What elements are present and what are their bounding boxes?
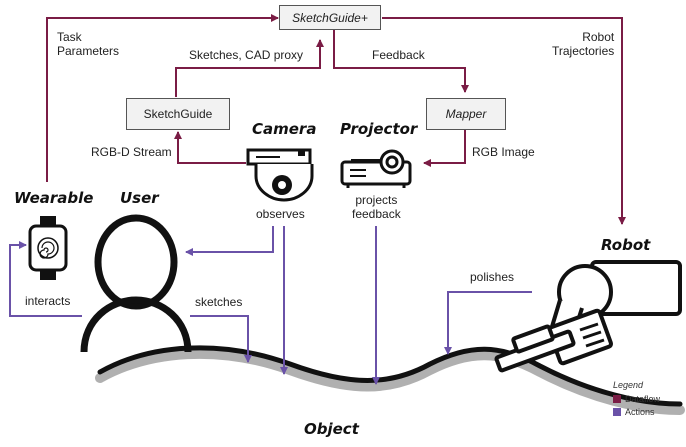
label-rgbd-stream: RGB-D Stream [91, 145, 172, 159]
label-robot: Robot [601, 236, 651, 254]
label-polishes: polishes [470, 270, 515, 284]
camera-icon [246, 148, 314, 202]
edge-observes-user [185, 226, 274, 256]
label-feedback: Feedback [372, 48, 425, 62]
label-camera: Camera [252, 120, 317, 138]
label-interacts: interacts [25, 294, 71, 308]
node-sketchguide: SketchGuide [126, 98, 230, 130]
edge-sketches [190, 315, 252, 363]
legend-swatch-dataflow [613, 395, 621, 403]
edge-rgbd-stream [174, 131, 246, 164]
label-wearable: Wearable [14, 189, 94, 207]
label-observes: observes [256, 207, 305, 221]
label-object: Object [304, 420, 359, 438]
label-rgb-image: RGB Image [472, 145, 535, 159]
watch-icon [28, 216, 68, 280]
label-task-parameters: Task Parameters [57, 30, 120, 58]
legend-dataflow-label: Dataflow [625, 394, 661, 404]
legend-actions-label: Actions [625, 407, 655, 417]
label-robot-trajectories: Robot Trajectories [552, 30, 615, 58]
user-icon [80, 214, 192, 353]
projector-icon [340, 149, 412, 188]
legend-title: Legend [613, 380, 644, 390]
edge-robot-trajectories [382, 17, 626, 225]
edge-interacts [9, 241, 82, 317]
label-projector: Projector [340, 120, 418, 138]
label-sketches: sketches [195, 295, 243, 309]
object-surface [97, 345, 683, 407]
label-projects-feedback: projects feedback [352, 193, 401, 221]
label-user: User [120, 189, 159, 207]
label-sketches-cad: Sketches, CAD proxy [189, 48, 304, 62]
object-surface-shadow [95, 348, 685, 415]
edge-polishes [444, 291, 532, 355]
robot-arm-icon [494, 260, 682, 373]
edge-task-parameters [46, 14, 279, 182]
legend-actions: Actions [613, 407, 655, 417]
edge-sketches-cad [175, 39, 324, 97]
legend-swatch-actions [613, 408, 621, 416]
legend-dataflow: Dataflow [613, 394, 660, 404]
edge-feedback [333, 30, 469, 93]
node-sketchguide-plus: SketchGuide+ [279, 5, 381, 30]
edge-rgb-image [423, 130, 466, 167]
node-mapper: Mapper [426, 98, 506, 130]
